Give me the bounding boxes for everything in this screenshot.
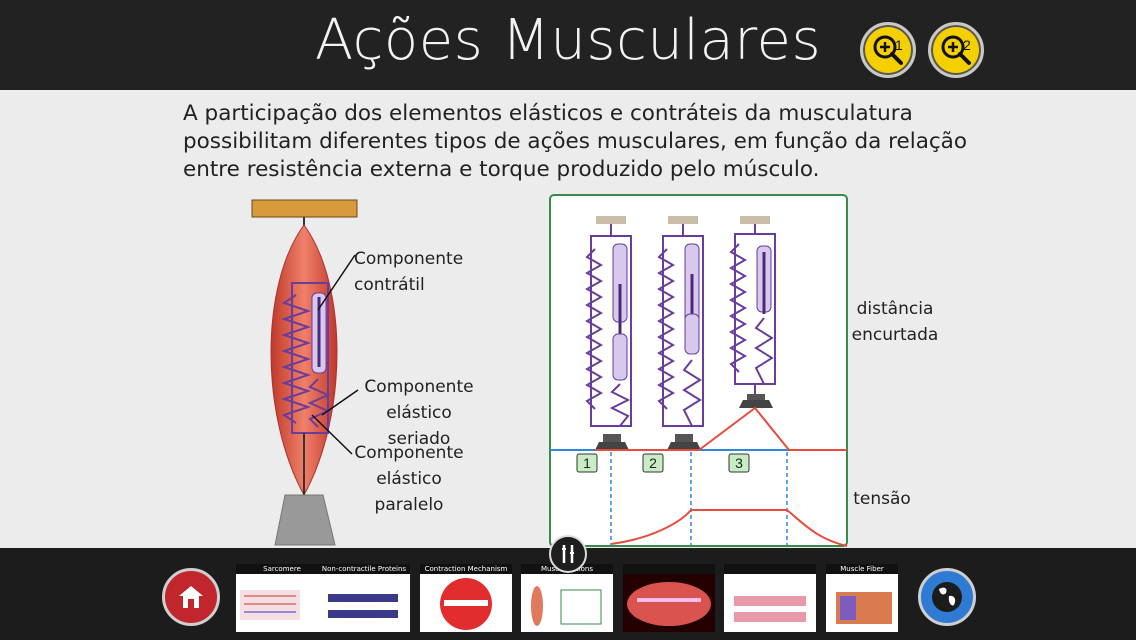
muscle-unit-3 [728,216,776,408]
label-series-line-1: Componente [364,377,474,397]
muscle-unit-1 [584,216,632,450]
zoom-in-icon: 1 [873,35,903,65]
label-shortened-distance: distância encurtada [850,296,940,348]
label-parallel-line-2: elástico [376,469,442,489]
intro-line-2: possibilitam diferentes tipos de ações m… [183,129,968,154]
home-icon [179,586,203,608]
label-distance-line-1: distância [856,299,934,319]
phase-label-2: 2 [649,455,657,471]
thumbnail-title: Contraction Mechanism [420,564,512,574]
thumbnail-title [623,564,715,574]
thumbnail-title: Sarcomere [236,564,328,574]
muscle-model-illustration [251,199,358,546]
tools-icon [562,545,574,563]
callout-lines [311,254,359,455]
label-distance-line-2: encurtada [851,325,939,345]
zoom-1-button[interactable]: 1 [860,22,916,78]
thumbnail-contraction-mechanism[interactable]: Contraction Mechanism [420,564,512,632]
intro-line-1: A participação dos elementos elásticos e… [183,101,913,126]
label-parallel-elastic-component: Componente elástico paralelo [352,440,466,518]
label-tension: tensão [853,489,911,509]
intro-paragraph: A participação dos elementos elásticos e… [183,100,1003,184]
zoom-2-label: 2 [963,37,971,53]
label-contractile-component: Componente contrátil [354,246,463,298]
label-series-line-2: elástico seriado [386,403,452,449]
zoom-2-button[interactable]: 2 [928,22,984,78]
label-series-elastic-component: Componente elástico seriado [354,374,484,452]
thumbnail-title: Muscle Fiber [826,564,898,574]
thumbnail-title [724,564,816,574]
thumbnail-muscle-actions[interactable]: Muscle Actions [521,564,613,632]
muscle-unit-2 [656,216,704,450]
thumbnail-muscle-fiber[interactable]: Muscle Fiber [826,564,898,632]
globe-icon [932,582,962,612]
zoom-1-label: 1 [895,37,903,53]
thumbnail-5[interactable] [623,564,715,632]
label-contractile-line-1: Componente [354,249,464,269]
home-button[interactable] [162,568,220,626]
thumbnail-title: Non-contractile Proteins [318,564,410,574]
globe-button[interactable] [918,568,976,626]
label-contractile-line-2: contrátil [354,275,425,295]
thumbnail-sarcomere[interactable]: Sarcomere [236,564,328,632]
thumbnail-non-contractile-proteins[interactable]: Non-contractile Proteins [318,564,410,632]
label-parallel-line-1: Componente [354,443,464,463]
thumbnail-6[interactable] [724,564,816,632]
phase-label-3: 3 [735,455,743,471]
phase-label-1: 1 [583,455,591,471]
page-title: Ações Musculares [314,8,822,73]
tools-button[interactable] [549,535,587,573]
muscle-actions-diagram: 1 2 3 [549,194,848,547]
intro-line-3: entre resistência externa e torque produ… [183,157,820,182]
label-parallel-line-3: paralelo [374,495,444,515]
zoom-in-icon: 2 [941,35,971,65]
